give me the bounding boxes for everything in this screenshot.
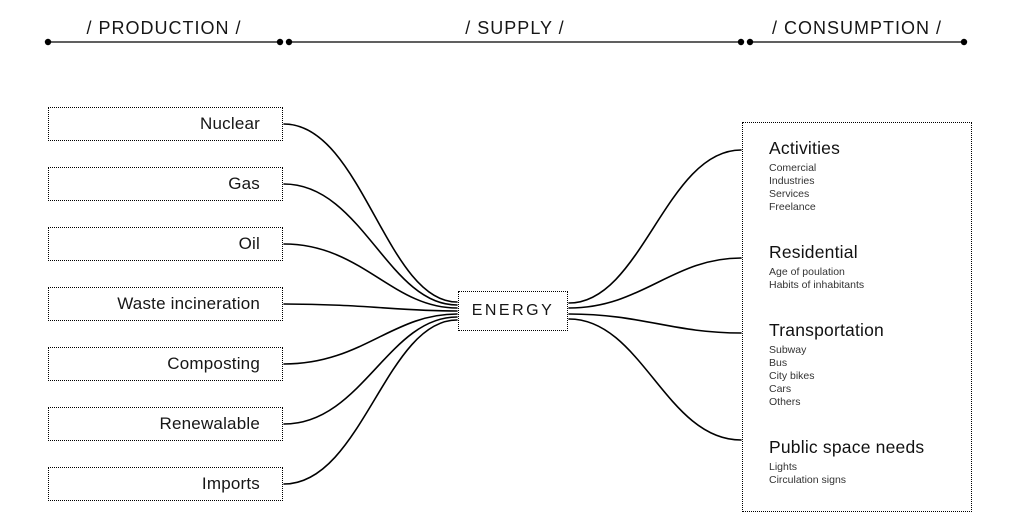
consumption-group-public-space-needs: Public space needs Lights Circulation si… — [769, 436, 963, 487]
production-label: Renewalable — [159, 414, 260, 433]
production-label: Waste incineration — [117, 294, 260, 313]
production-box-imports: Imports — [48, 467, 283, 501]
header-dot — [44, 38, 52, 46]
production-label: Imports — [201, 474, 260, 493]
production-label: Gas — [228, 174, 260, 193]
curve-renewalable-energy — [283, 316, 458, 425]
consumption-item: Cars — [769, 383, 792, 395]
consumption-item: City bikes — [769, 370, 815, 382]
consumption-group-residential: Residential Age of poulation Habits of i… — [769, 241, 963, 292]
production-box-composting: Composting — [48, 347, 283, 381]
header-dot — [737, 38, 745, 46]
header-dot — [276, 38, 284, 46]
curve-oil-energy — [283, 243, 458, 309]
curve-waste-energy — [283, 303, 458, 312]
production-label: Composting — [167, 354, 260, 373]
consumption-item: Comercial — [769, 162, 817, 174]
production-box-waste-incineration: Waste incineration — [48, 287, 283, 321]
header-dot — [285, 38, 293, 46]
header-dot — [746, 38, 754, 46]
energy-node: ENERGY — [458, 291, 568, 331]
consumption-group-title: Activities — [769, 138, 841, 158]
consumption-item: Others — [769, 396, 801, 408]
consumption-group-activities: Activities Comercial Industries Services… — [769, 137, 963, 214]
curve-composting-energy — [283, 313, 458, 365]
curve-energy-publicspace — [568, 318, 742, 441]
curve-imports-energy — [283, 319, 458, 485]
curve-nuclear-energy — [283, 123, 458, 303]
consumption-item: Subway — [769, 344, 807, 356]
consumption-item: Freelance — [769, 201, 816, 213]
production-box-renewalable: Renewalable — [48, 407, 283, 441]
production-label: Oil — [238, 234, 260, 253]
header-section-production: / PRODUCTION / — [86, 18, 242, 38]
production-box-nuclear: Nuclear — [48, 107, 283, 141]
curve-energy-transportation — [568, 313, 742, 334]
consumption-group-title: Transportation — [769, 320, 884, 340]
curve-energy-residential — [568, 257, 742, 309]
header-dot — [960, 38, 968, 46]
consumption-item: Industries — [769, 175, 815, 187]
consumption-item: Circulation signs — [769, 474, 847, 486]
consumption-item: Habits of inhabitants — [769, 279, 865, 291]
consumption-group-title: Public space needs — [769, 437, 925, 457]
header-section-consumption: / CONSUMPTION / — [771, 18, 942, 38]
production-box-gas: Gas — [48, 167, 283, 201]
consumption-item: Bus — [769, 357, 788, 369]
production-label: Nuclear — [200, 114, 260, 133]
consumption-item: Age of poulation — [769, 266, 845, 278]
consumption-item: Lights — [769, 461, 798, 473]
consumption-group-title: Residential — [769, 242, 858, 262]
energy-label: ENERGY — [471, 302, 555, 319]
consumption-group-transportation: Transportation Subway Bus City bikes Car… — [769, 319, 963, 409]
curve-energy-activities — [568, 149, 742, 304]
consumption-item: Services — [769, 188, 810, 200]
production-box-oil: Oil — [48, 227, 283, 261]
header-section-supply: / SUPPLY / — [465, 18, 565, 38]
consumption-panel: Activities Comercial Industries Services… — [742, 122, 972, 512]
curve-gas-energy — [283, 183, 458, 306]
